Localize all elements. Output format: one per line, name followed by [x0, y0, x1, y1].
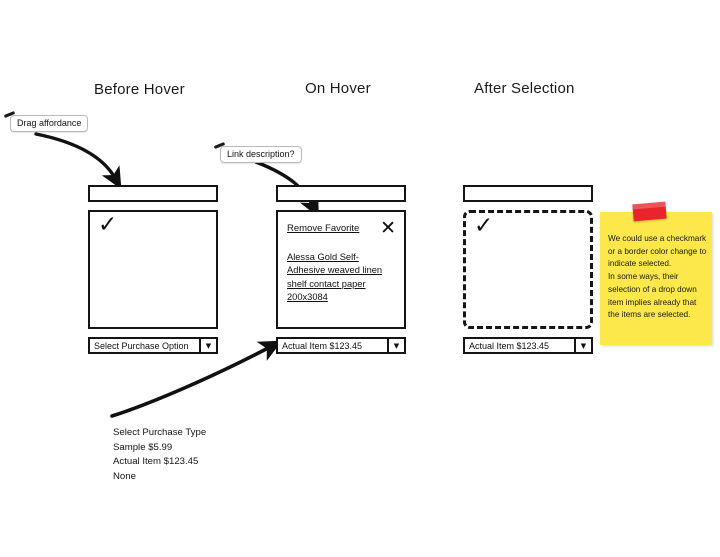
sticky-note-text: We could use a checkmark or a border col… [608, 233, 707, 322]
column-title-after-selection: After Selection [474, 80, 575, 97]
purchase-type-option: Actual Item $123.45 [113, 456, 199, 468]
sticky-note: We could use a checkmark or a border col… [600, 201, 712, 345]
purchase-type-option: Sample $5.99 [113, 441, 173, 453]
panel-before-image-bar [88, 185, 218, 202]
purchase-option-dropdown-before[interactable]: Select Purchase Option ▼ [88, 337, 218, 354]
sticky-note-paragraph: We could use a checkmark or a border col… [608, 234, 707, 269]
chevron-down-icon: ▼ [574, 339, 591, 352]
tape-icon [632, 201, 667, 222]
purchase-type-options-annotation: Select Purchase Type Sample $5.99 Actual… [113, 426, 206, 484]
panel-after-image-bar [463, 185, 593, 202]
chevron-down-icon: ▼ [199, 339, 216, 352]
dropdown-value: Actual Item $123.45 [282, 340, 363, 351]
panel-hover-image-bar [276, 185, 406, 202]
column-title-before-hover: Before Hover [94, 81, 185, 98]
column-title-on-hover: On Hover [305, 80, 371, 97]
panel-on-hover: Remove Favorite ✕ Alessa Gold Self-Adhes… [276, 185, 406, 354]
panel-before-hover: ✓ Select Purchase Option ▼ [88, 185, 218, 354]
sticky-note-paragraph: In some ways, their selection of a drop … [608, 272, 697, 320]
purchase-type-option: None [113, 470, 136, 482]
purchase-option-dropdown-hover[interactable]: Actual Item $123.45 ▼ [276, 337, 406, 354]
remove-favorite-link[interactable]: Remove Favorite [287, 223, 360, 234]
dropdown-value: Actual Item $123.45 [469, 340, 550, 351]
panel-hover-card[interactable]: Remove Favorite ✕ Alessa Gold Self-Adhes… [276, 210, 406, 329]
close-icon[interactable]: ✕ [380, 217, 396, 239]
purchase-option-dropdown-after[interactable]: Actual Item $123.45 ▼ [463, 337, 593, 354]
purchase-type-heading: Select Purchase Type [113, 427, 207, 438]
callout-link-description: Link description? [220, 146, 302, 163]
checkmark-icon: ✓ [474, 213, 494, 239]
panel-hover-card-header: Remove Favorite ✕ [287, 217, 396, 239]
panel-after-selection: ✓ Actual Item $123.45 ▼ [463, 185, 593, 354]
callout-drag-affordance: Drag affordance [10, 115, 89, 132]
product-title-link[interactable]: Alessa Gold Self-Adhesive weaved linen s… [287, 252, 383, 303]
chevron-down-icon: ▼ [387, 339, 404, 352]
panel-after-card-selected[interactable]: ✓ [463, 210, 593, 329]
dropdown-value: Select Purchase Option [94, 340, 189, 351]
checkmark-icon: ✓ [98, 212, 118, 238]
panel-before-card[interactable]: ✓ [88, 210, 218, 329]
